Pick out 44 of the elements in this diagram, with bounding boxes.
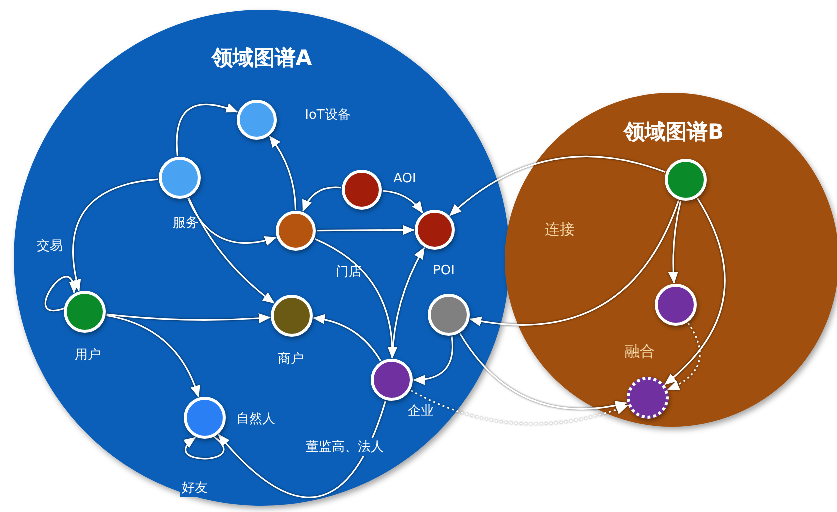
- arrow: [106, 313, 272, 324]
- arrow: [45, 276, 78, 312]
- arrow: [667, 322, 701, 390]
- arrow: [664, 198, 726, 386]
- group-title: 领域图谱A: [212, 45, 312, 72]
- node-circle: [655, 284, 697, 326]
- arrow: [450, 156, 666, 216]
- edge-label: 交易: [35, 237, 65, 255]
- node-label: 用户: [75, 347, 101, 364]
- annotation-label: 融合: [625, 342, 655, 362]
- domain-circle: [505, 93, 837, 427]
- node-label: 企业: [408, 403, 434, 420]
- arrow: [184, 436, 225, 460]
- arrow: [106, 314, 200, 398]
- node-label: 自然人: [236, 411, 276, 428]
- node-circle: [428, 294, 470, 336]
- arrow: [302, 186, 342, 212]
- arrow: [176, 104, 238, 156]
- arrow: [460, 333, 628, 410]
- arrow: [392, 247, 426, 358]
- arrow: [269, 136, 297, 210]
- arrow: [188, 198, 278, 246]
- node-label: 商户: [278, 351, 304, 368]
- arrow: [314, 238, 398, 359]
- arrow: [312, 314, 382, 362]
- node-label: POI: [433, 264, 455, 278]
- edge-label: 好友: [180, 479, 210, 497]
- node-label: 门店: [336, 264, 362, 281]
- annotation-label: 连接: [545, 220, 575, 240]
- node-label: AOI: [394, 172, 416, 186]
- node-circle: [627, 377, 669, 419]
- node-label: 服务: [173, 215, 199, 232]
- group-title: 领域图谱B: [624, 119, 724, 146]
- arrow: [218, 400, 387, 498]
- node-circle: [665, 159, 707, 201]
- arrow: [72, 178, 158, 292]
- arrow: [382, 190, 424, 214]
- arrow: [413, 336, 454, 385]
- arrow: [317, 225, 415, 236]
- arrow: [188, 198, 275, 304]
- edge-label: 董监高、法人: [304, 438, 386, 456]
- arrow: [668, 201, 682, 284]
- node-label: IoT设备: [305, 107, 351, 124]
- arrow: [470, 200, 680, 326]
